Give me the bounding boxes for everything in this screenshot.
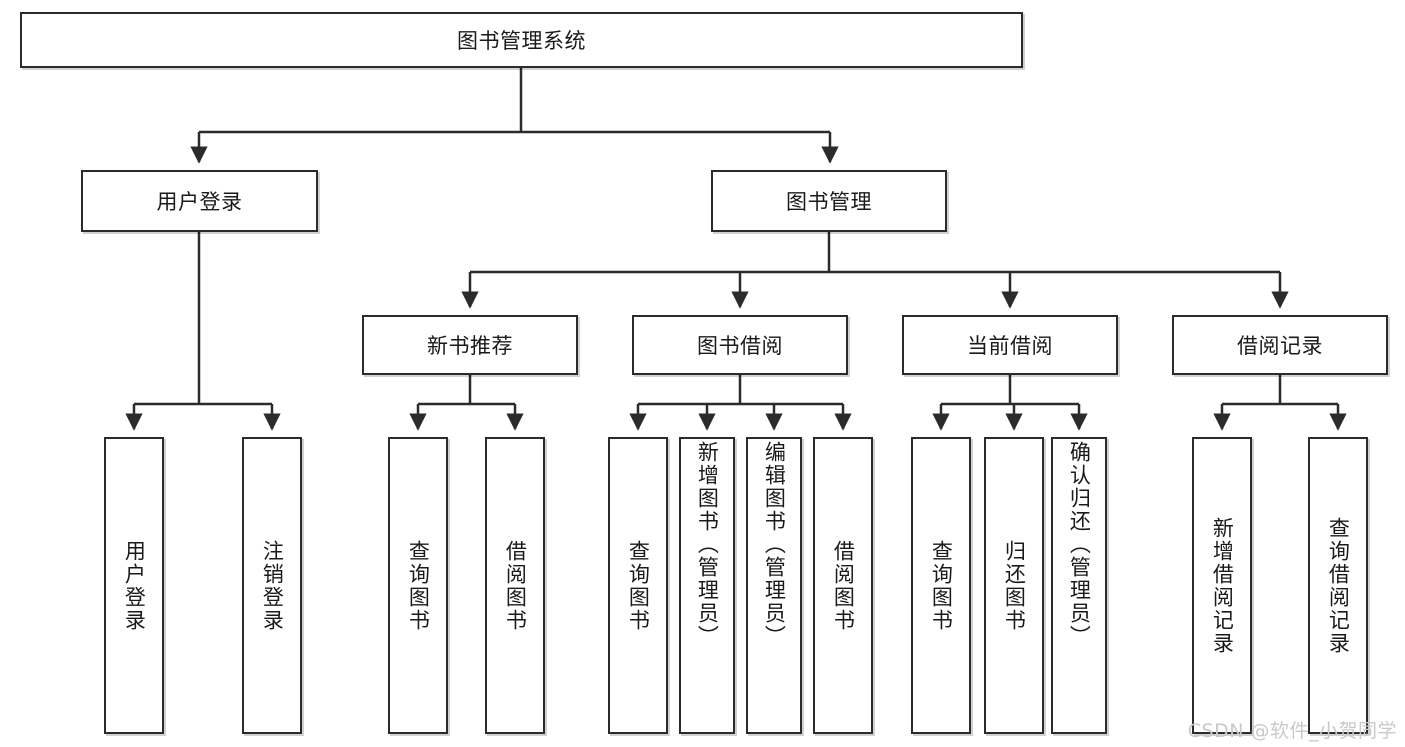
node-leaf-query-record[interactable]: 查询借阅记录 xyxy=(1308,437,1368,734)
node-leaf-query-book-1-label: 查询图书 xyxy=(406,539,431,632)
node-leaf-user-login[interactable]: 用户登录 xyxy=(104,437,164,734)
node-leaf-borrow-book-1[interactable]: 借阅图书 xyxy=(485,437,545,734)
node-leaf-user-logout-label: 注销登录 xyxy=(260,539,285,632)
node-leaf-add-record[interactable]: 新增借阅记录 xyxy=(1192,437,1252,734)
node-book-manage[interactable]: 图书管理 xyxy=(711,170,947,232)
node-leaf-borrow-book-2[interactable]: 借阅图书 xyxy=(813,437,873,734)
node-leaf-query-book-1[interactable]: 查询图书 xyxy=(388,437,448,734)
node-book-manage-label: 图书管理 xyxy=(786,190,872,214)
node-current-borrow[interactable]: 当前借阅 xyxy=(902,315,1118,375)
node-leaf-query-book-3-label: 查询图书 xyxy=(929,539,954,632)
node-root[interactable]: 图书管理系统 xyxy=(20,12,1023,68)
node-leaf-add-record-label: 新增借阅记录 xyxy=(1210,516,1235,655)
node-leaf-return-book-label: 归还图书 xyxy=(1002,539,1027,632)
node-leaf-return-book[interactable]: 归还图书 xyxy=(984,437,1044,734)
node-leaf-add-book[interactable]: 新增图书（管理员） xyxy=(679,437,735,734)
node-user-login-label: 用户登录 xyxy=(156,190,243,214)
node-new-book-recommend-label: 新书推荐 xyxy=(427,334,513,358)
node-borrow-record[interactable]: 借阅记录 xyxy=(1172,315,1388,375)
node-leaf-edit-book-label: 编辑图书（管理员） xyxy=(762,441,787,648)
node-leaf-borrow-book-1-label: 借阅图书 xyxy=(503,539,528,632)
node-user-login[interactable]: 用户登录 xyxy=(81,170,318,232)
node-root-label: 图书管理系统 xyxy=(457,29,586,53)
node-leaf-user-login-label: 用户登录 xyxy=(122,539,147,632)
node-leaf-query-book-2[interactable]: 查询图书 xyxy=(608,437,668,734)
node-leaf-query-record-label: 查询借阅记录 xyxy=(1326,516,1351,655)
node-leaf-borrow-book-2-label: 借阅图书 xyxy=(831,539,856,632)
node-leaf-query-book-2-label: 查询图书 xyxy=(626,539,651,632)
node-leaf-add-book-label: 新增图书（管理员） xyxy=(695,441,720,648)
node-leaf-query-book-3[interactable]: 查询图书 xyxy=(911,437,971,734)
node-leaf-confirm-return[interactable]: 确认归还（管理员） xyxy=(1051,437,1107,734)
watermark-text: CSDN @软件_小贺同学 xyxy=(1187,720,1397,742)
node-new-book-recommend[interactable]: 新书推荐 xyxy=(362,315,578,375)
node-borrow-record-label: 借阅记录 xyxy=(1237,334,1323,358)
node-book-borrow-label: 图书借阅 xyxy=(697,334,783,358)
node-current-borrow-label: 当前借阅 xyxy=(967,334,1053,358)
node-leaf-user-logout[interactable]: 注销登录 xyxy=(242,437,302,734)
node-book-borrow[interactable]: 图书借阅 xyxy=(632,315,848,375)
node-leaf-edit-book[interactable]: 编辑图书（管理员） xyxy=(746,437,802,734)
node-leaf-confirm-return-label: 确认归还（管理员） xyxy=(1067,441,1092,648)
